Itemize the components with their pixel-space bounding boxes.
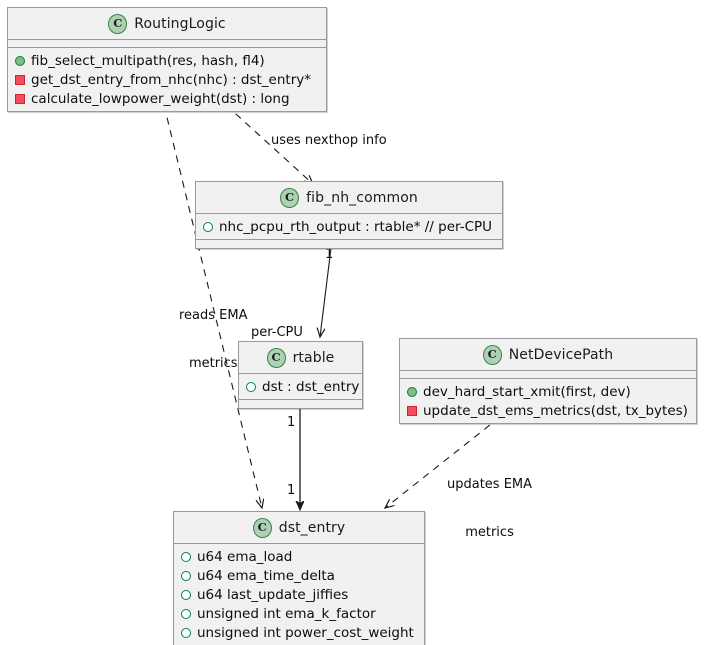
method-row: get_dst_entry_from_nhc(nhc) : dst_entry*: [8, 70, 326, 89]
edge-label-updates-ema-metrics-line1: updates EMA: [447, 477, 533, 492]
field-label: u64 ema_time_delta: [197, 567, 335, 584]
private-method-icon: [407, 405, 417, 416]
private-method-icon: [15, 74, 25, 85]
public-field-icon: [203, 221, 213, 232]
method-row: calculate_lowpower_weight(dst) : long: [8, 89, 326, 108]
class-title-netdevicepath: NetDevicePath: [508, 346, 614, 363]
field-row: nhc_pcpu_rth_output : rtable* // per-CPU: [196, 217, 502, 236]
multiplicity-rtable-source: 1: [287, 415, 296, 430]
method-row: dev_hard_start_xmit(first, dev): [400, 382, 696, 401]
method-row: update_dst_ems_metrics(dst, tx_bytes): [400, 401, 696, 420]
class-box-netdevicepath[interactable]: C NetDevicePath dev_hard_start_xmit(firs…: [399, 338, 697, 424]
class-methods-fib-nh-common: [196, 240, 502, 248]
class-fields-routinglogic: [8, 40, 326, 48]
class-header-fib-nh-common: C fib_nh_common: [196, 182, 502, 214]
class-header-dst-entry: C dst_entry: [174, 512, 424, 544]
class-title-fib-nh-common: fib_nh_common: [306, 189, 418, 206]
class-box-routinglogic[interactable]: C RoutingLogic fib_select_multipath(res,…: [7, 7, 327, 112]
method-label: calculate_lowpower_weight(dst) : long: [31, 90, 290, 107]
class-header-rtable: C rtable: [239, 342, 362, 374]
class-header-routinglogic: C RoutingLogic: [8, 8, 326, 40]
edge-label-reads-ema-metrics-line2: metrics: [188, 356, 238, 371]
edge-label-per-cpu: per-CPU: [251, 325, 303, 340]
edge-label-updates-ema-metrics: updates EMA metrics: [447, 445, 532, 573]
class-stereotype-icon: C: [266, 347, 286, 368]
field-label: unsigned int ema_k_factor: [197, 605, 376, 622]
field-row: dst : dst_entry: [239, 377, 362, 396]
private-method-icon: [15, 93, 25, 104]
public-field-icon: [181, 551, 191, 562]
multiplicity-fibnhcommon-rtable: 1: [325, 247, 334, 262]
class-title-routinglogic: RoutingLogic: [134, 15, 226, 32]
field-row: unsigned int power_cost_weight: [174, 623, 424, 642]
field-label: nhc_pcpu_rth_output : rtable* // per-CPU: [219, 218, 493, 235]
public-field-icon: [181, 608, 191, 619]
method-label: dev_hard_start_xmit(first, dev): [423, 383, 631, 400]
public-field-icon: [181, 589, 191, 600]
class-stereotype-icon: C: [482, 344, 502, 365]
class-box-dst-entry[interactable]: C dst_entry u64 ema_load u64 ema_time_de…: [173, 511, 425, 645]
field-label: u64 last_update_jiffies: [197, 586, 349, 603]
field-row: u64 ema_time_delta: [174, 566, 424, 585]
public-field-icon: [181, 570, 191, 581]
class-box-fib-nh-common[interactable]: C fib_nh_common nhc_pcpu_rth_output : rt…: [195, 181, 503, 249]
class-methods-rtable: [239, 400, 362, 408]
class-stereotype-icon: C: [280, 187, 300, 208]
field-label: dst : dst_entry: [262, 378, 360, 395]
multiplicity-rtable-target: 1: [287, 483, 296, 498]
public-field-icon: [181, 627, 191, 638]
edge-label-updates-ema-metrics-line2: metrics: [465, 525, 514, 540]
class-stereotype-icon: C: [252, 517, 272, 538]
public-method-icon: [15, 55, 25, 66]
class-box-rtable[interactable]: C rtable dst : dst_entry: [238, 341, 363, 409]
public-method-icon: [407, 386, 417, 397]
edge-label-uses-nexthop-info: uses nexthop info: [271, 133, 387, 148]
public-field-icon: [246, 381, 256, 392]
method-label: get_dst_entry_from_nhc(nhc) : dst_entry*: [31, 71, 311, 88]
class-fields-netdevicepath: [400, 371, 696, 379]
field-row: u64 last_update_jiffies: [174, 585, 424, 604]
class-fields-dst-entry: u64 ema_load u64 ema_time_delta u64 last…: [174, 544, 424, 645]
class-title-dst-entry: dst_entry: [278, 519, 346, 536]
class-stereotype-icon: C: [108, 13, 128, 34]
method-row: fib_select_multipath(res, hash, fl4): [8, 51, 326, 70]
field-label: unsigned int power_cost_weight: [197, 624, 414, 641]
method-label: update_dst_ems_metrics(dst, tx_bytes): [423, 402, 688, 419]
class-fields-rtable: dst : dst_entry: [239, 374, 362, 400]
field-row: unsigned int ema_k_factor: [174, 604, 424, 623]
field-label: u64 ema_load: [197, 548, 293, 565]
class-header-netdevicepath: C NetDevicePath: [400, 339, 696, 371]
class-methods-netdevicepath: dev_hard_start_xmit(first, dev) update_d…: [400, 379, 696, 423]
class-methods-routinglogic: fib_select_multipath(res, hash, fl4) get…: [8, 48, 326, 111]
edge-label-reads-ema-metrics-line1: reads EMA: [179, 308, 248, 323]
edge-label-reads-ema-metrics: reads EMA metrics: [179, 276, 248, 404]
field-row: u64 ema_load: [174, 547, 424, 566]
method-label: fib_select_multipath(res, hash, fl4): [31, 52, 265, 69]
class-title-rtable: rtable: [292, 349, 335, 366]
class-fields-fib-nh-common: nhc_pcpu_rth_output : rtable* // per-CPU: [196, 214, 502, 240]
